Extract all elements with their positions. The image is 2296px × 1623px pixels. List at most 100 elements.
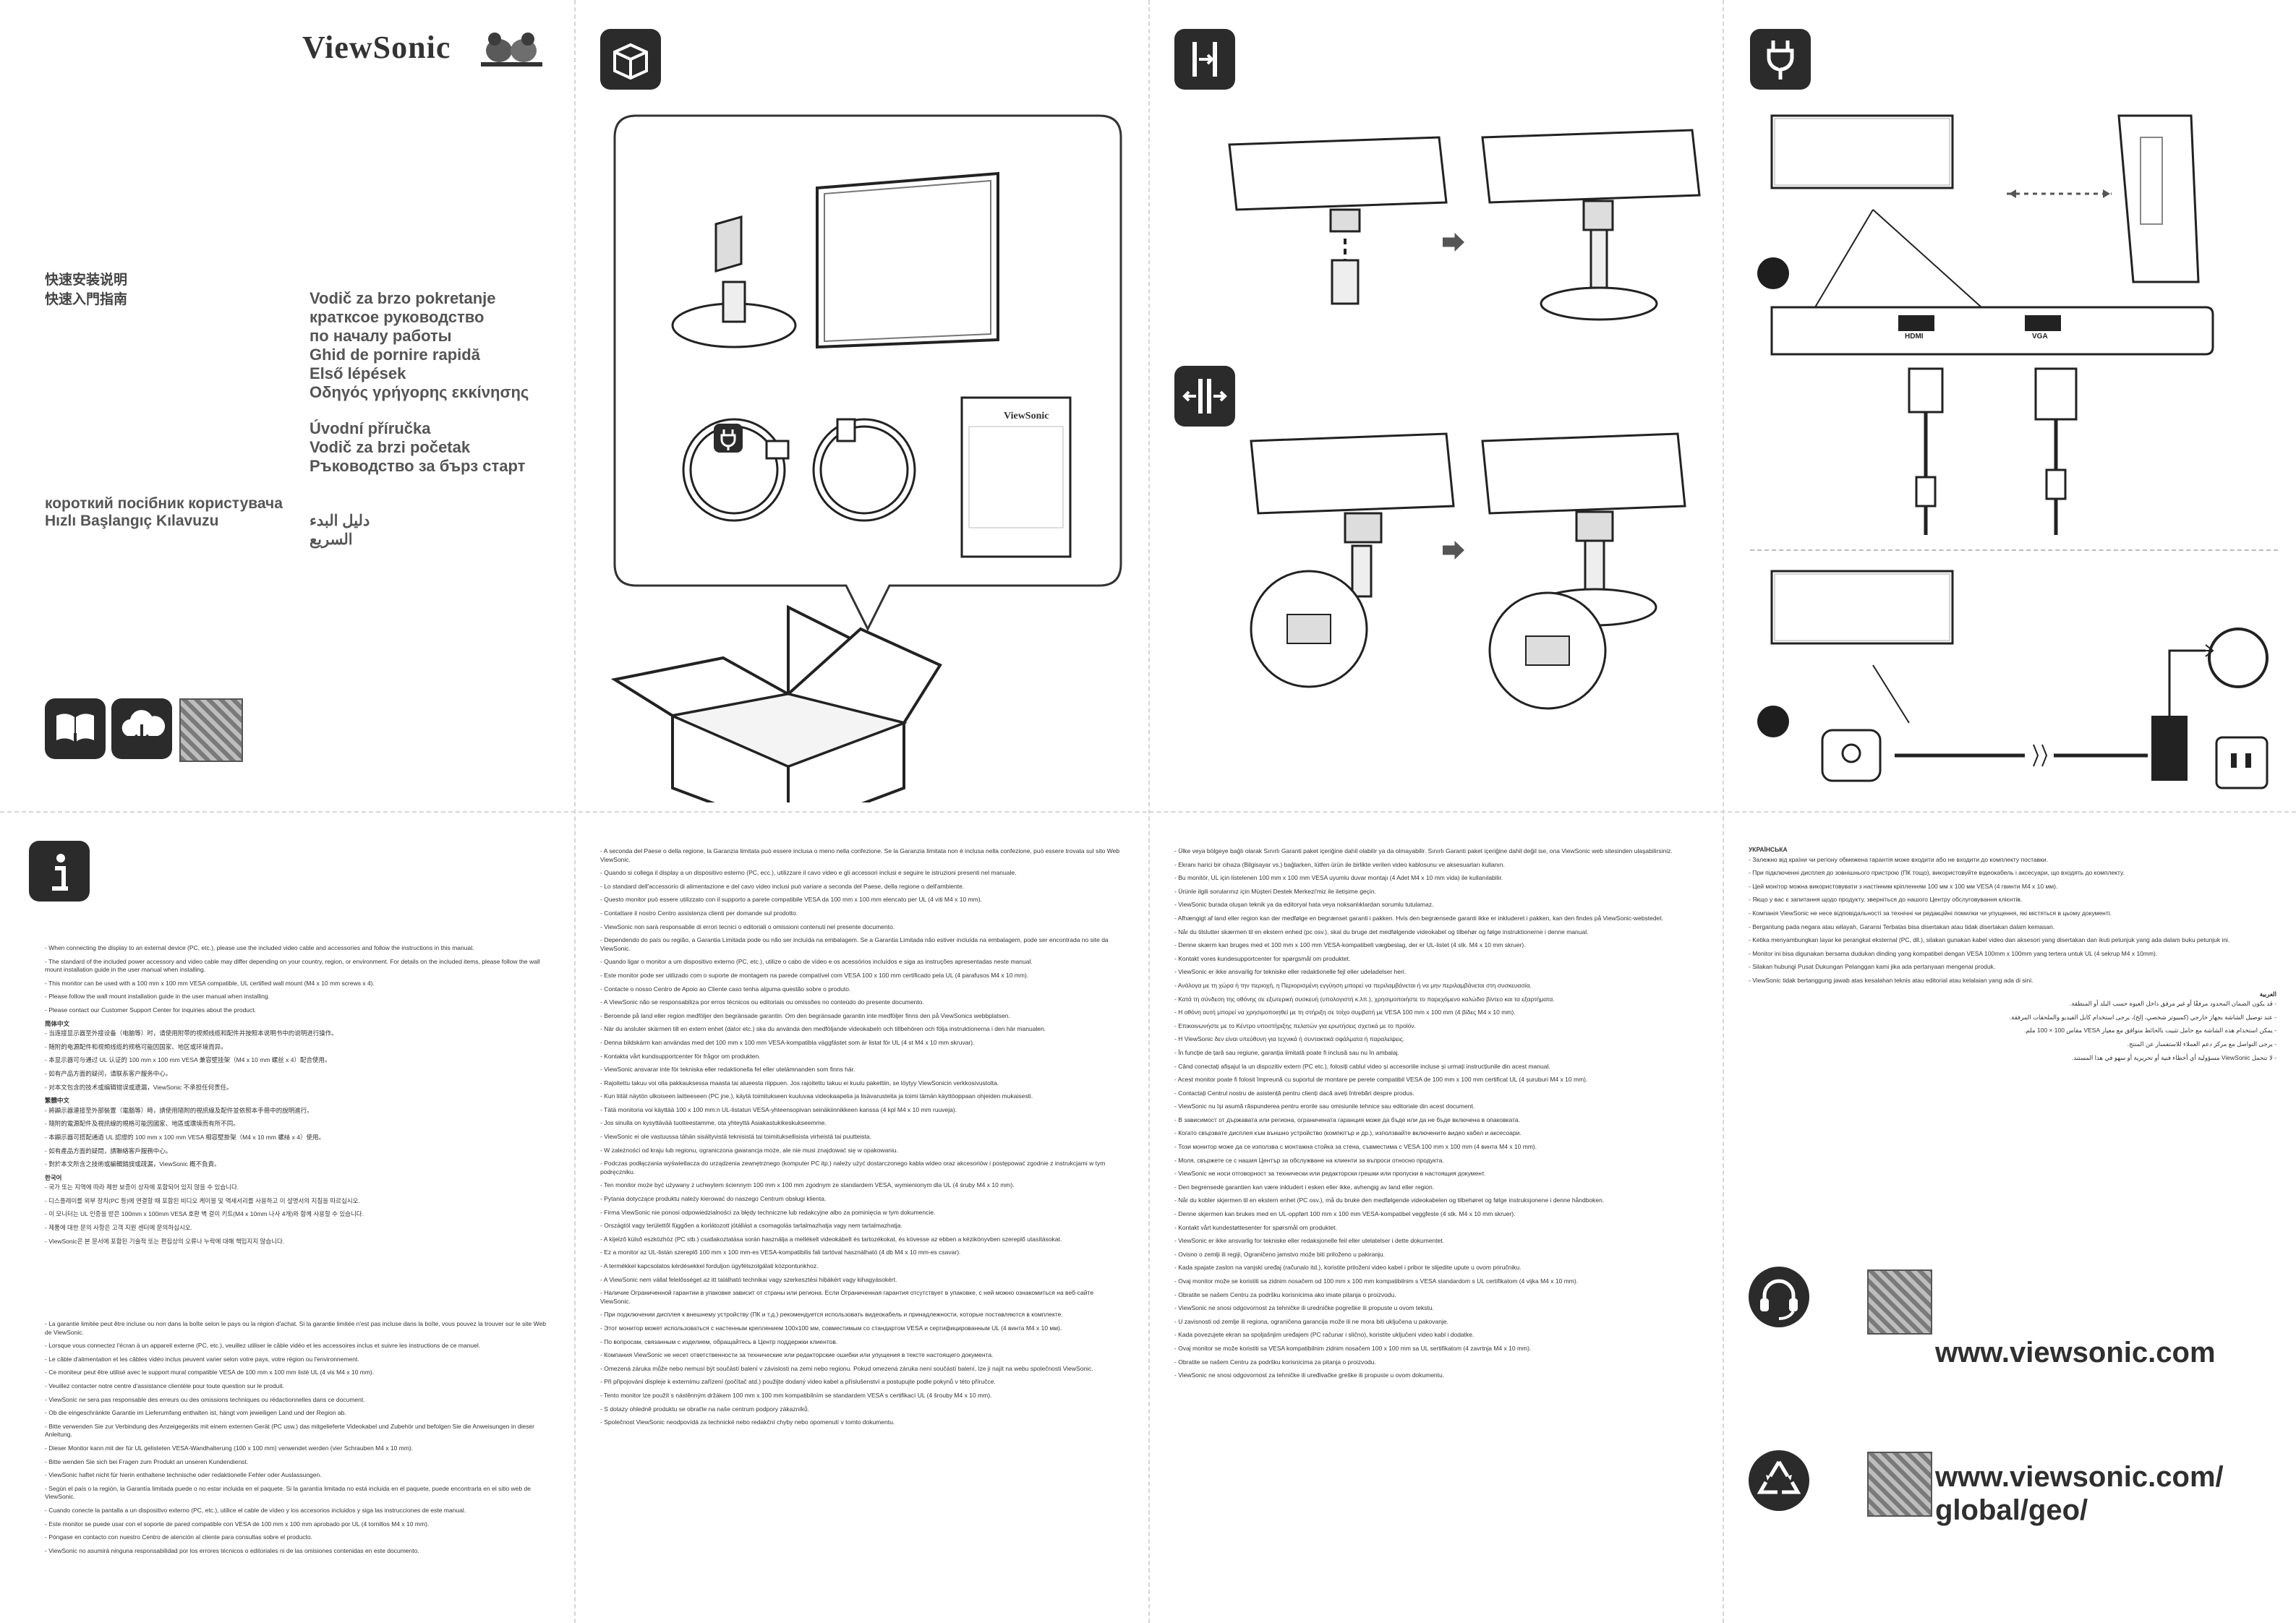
text-ua-3: Якщо у вас є запитання щодо продукту, зв… (1749, 896, 2276, 904)
title-sr: Vodič za brzi početak (310, 438, 471, 456)
text-it-0: A seconda del Paese o della regione, la … (600, 847, 1121, 864)
text-ko-1: 디스플레이를 외부 장치(PC 등)에 연결할 때 포함된 비디오 케이블 및 … (45, 1197, 551, 1206)
title-zh-cn: 快速安装说明 (45, 273, 128, 288)
cloud-download-icon[interactable] (111, 698, 172, 759)
title-ar: دليل البدء السريع (310, 513, 370, 548)
text-cs-0: Omezená záruka může nebo nemusí být souč… (600, 1365, 1121, 1374)
text-cs-3: S dotazy ohledně produktu se obraťte na … (600, 1405, 1121, 1414)
text-sr-1: Kada povezujete ekran sa spoljašnjim ure… (1174, 1331, 1695, 1340)
website-url[interactable]: www.viewsonic.com (1935, 1337, 2216, 1369)
stand-step2-illustration (1481, 129, 1701, 321)
text-ru-0: Наличие Ограниченной гарантии в упаковке… (600, 1289, 1121, 1306)
text-de-3: Bitte wenden Sie sich bei Fragen zum Pro… (45, 1458, 551, 1467)
heading-tw: 繁體中文 (45, 1097, 70, 1105)
text-sr-2: Ovaj monitor se može koristiti sa VESA k… (1174, 1345, 1695, 1353)
text-ar-3: يرجى التواصل مع مركز دعم العملاء للاستفس… (1749, 1040, 2276, 1049)
text-en-1: The standard of the included power acces… (45, 958, 551, 975)
text-ua-1: При підключенні дисплея до зовнішнього п… (1749, 869, 2276, 878)
text-pl-3: Pytania dotyczące produktu należy kierow… (600, 1195, 1121, 1204)
text-en-0: When connecting the display to an extern… (45, 944, 551, 953)
text-no-1: Når du kobler skjermen til en ekstern en… (1174, 1196, 1695, 1205)
text-sv-1: När du ansluter skärmen till en extern e… (600, 1025, 1121, 1034)
text-fi-3: Jos sinulla on kysyttävää tuotteestamme,… (600, 1119, 1121, 1128)
text-hr-0: Ovisno o zemlji ili regiji, Ograničeno j… (1174, 1251, 1695, 1259)
text-hr-1: Kada spajate zaslon na vanjski uređaj (r… (1174, 1264, 1695, 1272)
text-zh-4: 对本文包含的技术或编辑错误或遗漏，ViewSonic 不承担任何责任。 (45, 1084, 551, 1092)
title-zh-tw: 快速入門指南 (45, 292, 128, 307)
qr-code[interactable] (1867, 1269, 1932, 1335)
box-icon (600, 29, 661, 90)
text-es-4: ViewSonic no asumirá ninguna responsabil… (45, 1547, 551, 1556)
text-fr-4: Veuillez contacter notre centre d'assist… (45, 1382, 551, 1391)
title-hu: Első lépések (310, 364, 406, 382)
text-tw-2: 本顯示器可搭配通過 UL 認證的 100 mm x 100 mm VESA 相容… (45, 1134, 551, 1142)
qr-code[interactable] (179, 698, 243, 762)
power-plug-icon (714, 424, 743, 453)
text-tr-1: Ekranı harici bir cihaza (Bilgisayar vs.… (1174, 861, 1695, 870)
power-plug-icon (1750, 29, 1811, 90)
text-ar-0: قد يكون الضمان المحدود مرفقًا أو غير مرف… (1749, 1000, 2276, 1009)
text-de-2: Dieser Monitor kann mit der für UL gelis… (45, 1444, 551, 1453)
text-en-3: Please follow the wall mount installatio… (45, 993, 551, 1001)
section-divider (1750, 549, 2278, 551)
text-pl-2: Ten monitor może być używany z uchwytem … (600, 1181, 1121, 1190)
text-hr-3: Obratite se našem Centru za podršku kori… (1174, 1291, 1695, 1300)
text-hu-1: A kijelző külső eszközhöz (PC stb.) csat… (600, 1236, 1121, 1244)
text-pt-4: A ViewSonic não se responsabiliza por er… (600, 998, 1121, 1007)
text-pl-1: Podczas podłączania wyświetlacza do urzą… (600, 1160, 1121, 1176)
text-pl-4: Firma ViewSonic nie ponosi odpowiedzialn… (600, 1209, 1121, 1217)
recycle-icon (1749, 1450, 1809, 1511)
box-contents-illustration (613, 114, 1122, 701)
text-id-1: Ketika menyambungkan layar ke perangkat … (1749, 936, 2276, 945)
text-de-4: ViewSonic haftet nicht für hierin enthal… (45, 1471, 551, 1480)
text-bg-2: Този монитор може да се използва с монта… (1174, 1143, 1695, 1152)
text-sv-4: ViewSonic ansvarar inte för tekniska ell… (600, 1066, 1121, 1074)
hdmi-label: HDMI (1905, 333, 1924, 341)
text-hu-4: A ViewSonic nem vállal felelősséget az i… (600, 1276, 1121, 1285)
headset-icon (1749, 1267, 1809, 1327)
geo-url-line2: global/geo/ (1935, 1494, 2088, 1526)
text-ua-0: Залежно від країни чи регіону обмежена г… (1749, 856, 2276, 865)
text-bg-0: В зависимост от държавата или региона, о… (1174, 1116, 1695, 1125)
fold-line (0, 811, 2296, 813)
qr-code[interactable] (1867, 1452, 1932, 1517)
text-hu-2: Ez a monitor az UL-listán szereplő 100 m… (600, 1249, 1121, 1257)
text-da-0: Afhængigt af land eller region kan der m… (1174, 915, 1695, 923)
title-ua: короткий посібник користувача (45, 495, 283, 512)
open-box-illustration (610, 627, 942, 802)
geo-url-line1: www.viewsonic.com/ (1935, 1461, 2224, 1493)
text-id-4: ViewSonic tidak bertanggung jawab atas k… (1749, 977, 2276, 985)
heading-ar: العربية (2259, 990, 2276, 998)
manual-download-icon[interactable] (45, 698, 106, 759)
text-zh-1: 随附的电源配件和视频线缆的规格可能因国家、地区或环境而异。 (45, 1043, 551, 1052)
text-hr-2: Ovaj monitor može se koristiti sa zidnim… (1174, 1277, 1695, 1286)
text-es-0: Según el país o la región, la Garantía l… (45, 1485, 551, 1502)
title-ro: Ghid de pornire rapidă (310, 346, 480, 364)
text-it-1: Quando si collega il display a un dispos… (600, 869, 1121, 878)
title-el: Οδηγός γρήγορης εκκίνησης (310, 383, 529, 401)
text-tw-4: 對於本文所含之技術或編輯錯誤或疏漏，ViewSonic 概不負責。 (45, 1160, 551, 1169)
text-tr-0: Ülke veya bölgeye bağlı olarak Sınırlı G… (1174, 847, 1695, 856)
text-tr-4: ViewSonic burada oluşan teknik ya da edi… (1174, 901, 1695, 909)
text-cs-4: Společnost ViewSonic neodpovídá za techn… (600, 1418, 1121, 1427)
geo-url[interactable]: www.viewsonic.com/ global/geo/ (1935, 1460, 2224, 1527)
text-el-1: Κατά τη σύνδεση της οθόνης σε εξωτερική … (1174, 995, 1695, 1004)
text-ko-4: ViewSonic은 본 문서에 포함된 기술적 또는 편집상의 오류나 누락에… (45, 1238, 551, 1246)
text-fr-2: Le câble d'alimentation et les câbles vi… (45, 1356, 551, 1364)
text-tr-3: Ürünle ilgili sorularınız için Müşteri D… (1174, 888, 1695, 896)
title-tr: Hızlı Başlangıç Kılavuzu (45, 513, 219, 529)
text-ru-3: По вопросам, связанным с изделием, обращ… (600, 1338, 1121, 1347)
heading-ua: УКРАЇНСЬКА (1749, 846, 1788, 853)
text-ru-1: При подключении дисплея к внешнему устро… (600, 1311, 1121, 1319)
text-da-2: Denne skærm kan bruges med et 100 mm x 1… (1174, 941, 1695, 950)
text-fr-5: ViewSonic ne sera pas responsable des er… (45, 1396, 551, 1405)
text-el-2: Η οθόνη αυτή μπορεί να χρησιμοποιηθεί με… (1174, 1009, 1695, 1017)
text-ru-4: Компания ViewSonic не несет ответственно… (600, 1351, 1121, 1360)
text-ar-4: لا تتحمل ViewSonic مسؤولية أي أخطاء فنية… (1749, 1054, 2276, 1063)
text-pt-0: Dependendo do país ou região, a Garantia… (600, 936, 1121, 953)
title-cs: Úvodní příručka (310, 419, 431, 437)
text-fi-2: Tätä monitoria voi käyttää 100 x 100 mm:… (600, 1106, 1121, 1115)
text-ro-3: Contactați Centrul nostru de asistență p… (1174, 1089, 1695, 1098)
text-cs-1: Při připojování displeje k externímu zař… (600, 1378, 1121, 1387)
text-fi-1: Kun liität näytön ulkoiseen laitteeseen … (600, 1092, 1121, 1101)
